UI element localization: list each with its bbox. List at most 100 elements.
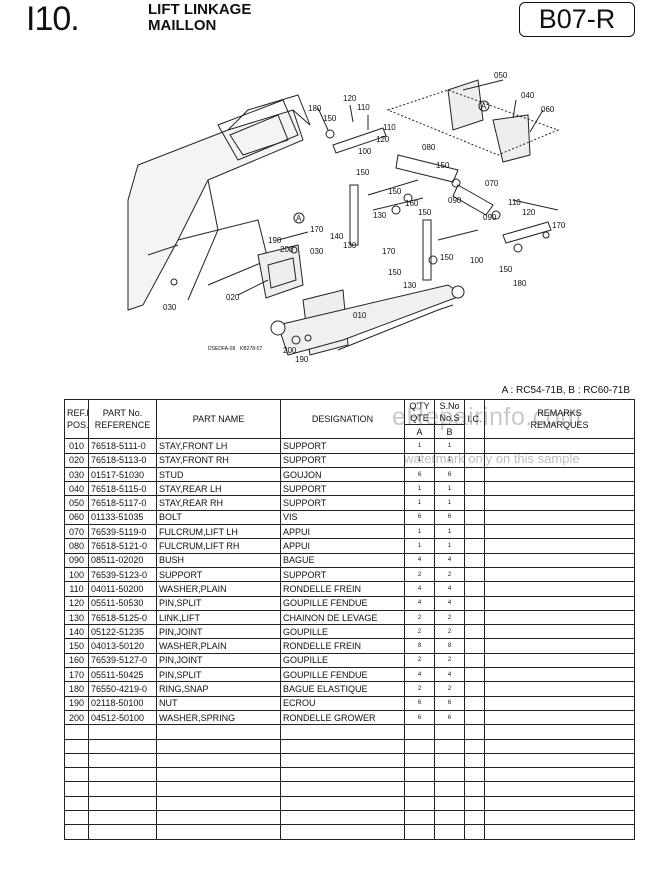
col-b: B — [434, 423, 465, 440]
empty-cell — [404, 824, 435, 840]
row-ref: 090 — [64, 552, 89, 568]
row-ref: 200 — [64, 709, 89, 726]
row-qty-b: 6 — [434, 509, 465, 526]
row-qty-b: 1 — [434, 438, 465, 454]
row-remarks — [484, 452, 635, 468]
row-part-no: 76518-5115-0 — [88, 481, 157, 497]
empty-cell — [464, 824, 485, 840]
row-qty-b: 1 — [434, 495, 465, 511]
svg-text:120: 120 — [376, 135, 390, 144]
row-ref: 030 — [64, 466, 89, 483]
svg-text:010: 010 — [353, 311, 367, 320]
empty-cell — [64, 767, 89, 783]
row-qty-b: 1 — [434, 452, 465, 468]
row-qty-a: 6 — [404, 509, 435, 526]
empty-row — [64, 824, 635, 840]
row-part-no: 76539-5123-0 — [88, 566, 157, 583]
row-remarks — [484, 581, 635, 597]
row-ref: 180 — [64, 681, 89, 697]
row-part-no: 76539-5127-0 — [88, 652, 157, 669]
svg-text:150: 150 — [323, 114, 337, 123]
empty-row — [64, 752, 635, 769]
row-qty-a: 6 — [404, 466, 435, 483]
empty-cell — [404, 781, 435, 797]
empty-cell — [434, 824, 465, 840]
empty-cell — [484, 781, 635, 797]
svg-text:180: 180 — [513, 279, 527, 288]
svg-text:020: 020 — [226, 293, 240, 302]
col-ic: I.C. — [464, 398, 485, 440]
svg-text:160: 160 — [405, 199, 419, 208]
empty-cell — [404, 752, 435, 769]
col-designation: DESIGNATION — [280, 398, 405, 440]
row-part-name: FULCRUM,LIFT LH — [156, 524, 281, 540]
row-part-name: WASHER,PLAIN — [156, 638, 281, 654]
empty-cell — [88, 781, 157, 797]
row-part-no: 76518-5113-0 — [88, 452, 157, 468]
row-part-no: 76518-5121-0 — [88, 538, 157, 554]
svg-text:120: 120 — [522, 208, 536, 217]
row-ic — [464, 566, 485, 583]
svg-text:110: 110 — [508, 198, 521, 207]
row-remarks — [484, 481, 635, 497]
empty-cell — [404, 724, 435, 740]
row-part-no: 76518-5117-0 — [88, 495, 157, 511]
empty-cell — [464, 795, 485, 812]
row-part-name: BOLT — [156, 509, 281, 526]
row-qty-a: 1 — [404, 481, 435, 497]
empty-cell — [88, 795, 157, 812]
row-remarks — [484, 624, 635, 640]
row-ref: 080 — [64, 538, 89, 554]
empty-row — [64, 738, 635, 754]
row-qty-a: 1 — [404, 538, 435, 554]
row-part-name: PIN,SPLIT — [156, 595, 281, 611]
row-designation: APPUI — [280, 524, 405, 540]
empty-cell — [484, 738, 635, 754]
empty-cell — [88, 738, 157, 754]
row-qty-a: 4 — [404, 667, 435, 683]
empty-cell — [464, 767, 485, 783]
row-part-name: STAY,FRONT LH — [156, 438, 281, 454]
row-part-name: PIN,JOINT — [156, 624, 281, 640]
row-qty-b: 2 — [434, 681, 465, 697]
row-part-name: STAY,FRONT RH — [156, 452, 281, 468]
svg-text:120: 120 — [343, 94, 357, 103]
empty-row — [64, 767, 635, 783]
row-part-name: FULCRUM,LIFT RH — [156, 538, 281, 554]
row-ic — [464, 667, 485, 683]
empty-cell — [484, 767, 635, 783]
row-designation: SUPPORT — [280, 481, 405, 497]
row-qty-b: 4 — [434, 595, 465, 611]
empty-cell — [156, 767, 281, 783]
empty-cell — [156, 795, 281, 812]
row-qty-b: 6 — [434, 709, 465, 726]
row-designation: GOUPILLE FENDUE — [280, 667, 405, 683]
section-title-en: LIFT LINKAGE — [148, 1, 252, 18]
row-remarks — [484, 667, 635, 683]
svg-text:KB278-07: KB278-07 — [240, 346, 262, 352]
svg-text:190: 190 — [295, 355, 309, 364]
row-part-name: BUSH — [156, 552, 281, 568]
empty-cell — [484, 724, 635, 740]
row-part-name: STAY,REAR RH — [156, 495, 281, 511]
row-ref: 100 — [64, 566, 89, 583]
row-qty-a: 2 — [404, 681, 435, 697]
svg-text:140: 140 — [330, 232, 344, 241]
empty-cell — [64, 824, 89, 840]
empty-cell — [434, 724, 465, 740]
svg-text:100: 100 — [470, 256, 484, 265]
empty-row — [64, 795, 635, 812]
row-part-name: STAY,REAR LH — [156, 481, 281, 497]
svg-text:090: 090 — [448, 196, 462, 205]
svg-text:110: 110 — [383, 123, 396, 132]
row-designation: APPUI — [280, 538, 405, 554]
row-qty-b: 8 — [434, 638, 465, 654]
